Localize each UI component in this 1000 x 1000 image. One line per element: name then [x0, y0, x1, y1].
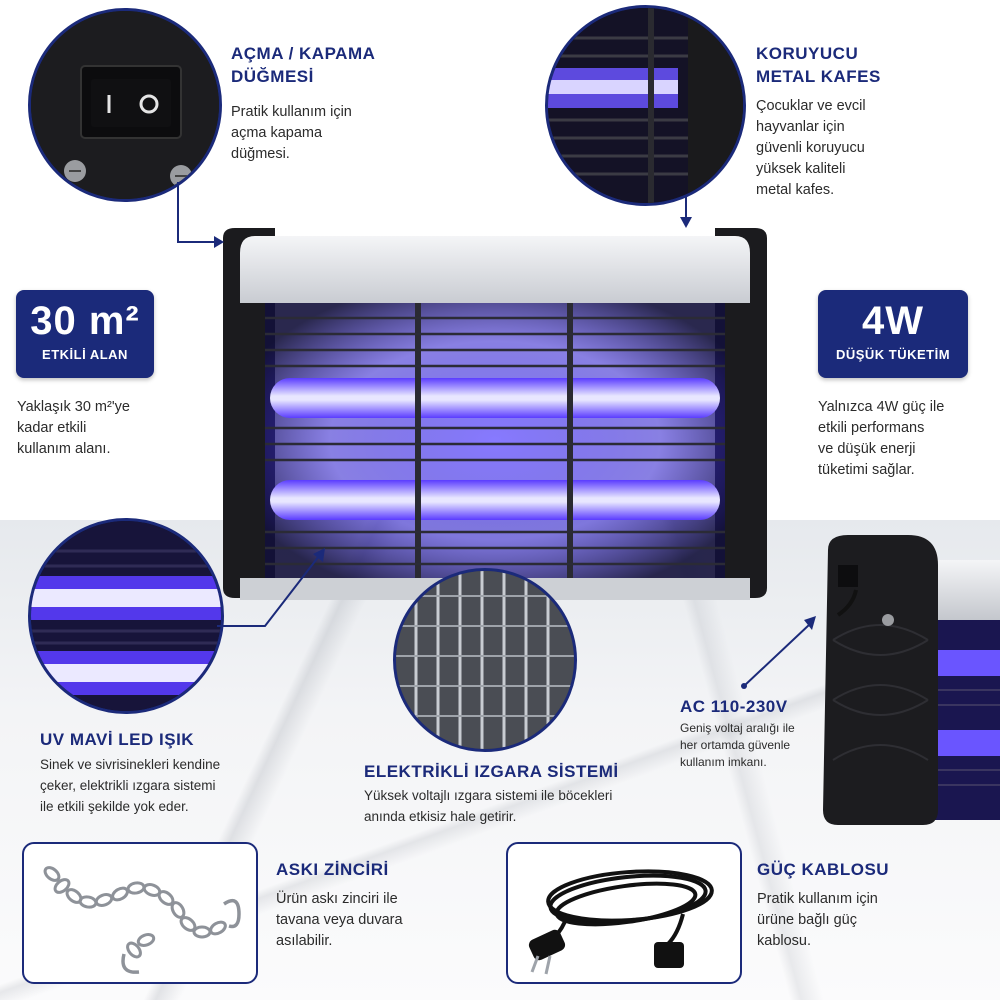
- area-description: Yaklaşık 30 m²'ye kadar etkili kullanım …: [17, 399, 130, 457]
- grid-title: ELEKTRİKLİ IZGARA SİSTEMİ: [364, 762, 619, 781]
- chain-image-box: [22, 842, 258, 984]
- switch-pointer-arrow: [177, 182, 224, 248]
- chain-title: ASKI ZİNCİRİ: [276, 860, 389, 879]
- power-description: Yalnızca 4W güç ile etkili performans ve…: [818, 399, 945, 478]
- bug-zapper-main-image: [215, 218, 775, 608]
- area-badge: 30 m² ETKİLİ ALAN: [16, 290, 154, 378]
- switch-closeup-image: [28, 8, 222, 202]
- cable-title: GÜÇ KABLOSU: [757, 860, 890, 879]
- cage-pointer-arrow: [680, 195, 692, 228]
- uv-closeup-image: [28, 518, 224, 714]
- cage-title: KORUYUCU METAL KAFES: [756, 44, 881, 86]
- voltage-description: Geniş voltaj aralığı ile her ortamda güv…: [680, 721, 795, 769]
- switch-title: AÇMA / KAPAMA DÜĞMESİ: [231, 44, 376, 86]
- switch-description: Pratik kullanım için açma kapama düğmesi…: [231, 104, 352, 162]
- power-badge: 4W DÜŞÜK TÜKETİM: [818, 290, 968, 378]
- chain-description: Ürün askı zinciri ile tavana veya duvara…: [276, 891, 403, 949]
- uv-title: UV MAVİ LED IŞIK: [40, 730, 195, 749]
- grid-description: Yüksek voltajlı ızgara sistemi ile böcek…: [364, 788, 613, 824]
- area-value: 30 m²: [30, 299, 140, 343]
- voltage-pointer-arrow: [741, 616, 816, 689]
- area-label: ETKİLİ ALAN: [42, 347, 128, 362]
- uv-description: Sinek ve sivrisinekleri kendine çeker, e…: [40, 757, 221, 814]
- grid-closeup-image: [393, 568, 577, 752]
- power-label: DÜŞÜK TÜKETİM: [835, 347, 951, 362]
- voltage-title: AC 110-230V: [680, 697, 788, 716]
- uv-pointer-arrow: [217, 548, 325, 627]
- power-value: 4W: [862, 299, 924, 343]
- cage-description: Çocuklar ve evcil hayvanlar için güvenli…: [756, 98, 866, 198]
- side-view-image: [808, 530, 1000, 830]
- cage-closeup-image: [545, 5, 746, 206]
- cable-description: Pratik kullanım için ürüne bağlı güç kab…: [757, 891, 878, 949]
- cable-image-box: [506, 842, 742, 984]
